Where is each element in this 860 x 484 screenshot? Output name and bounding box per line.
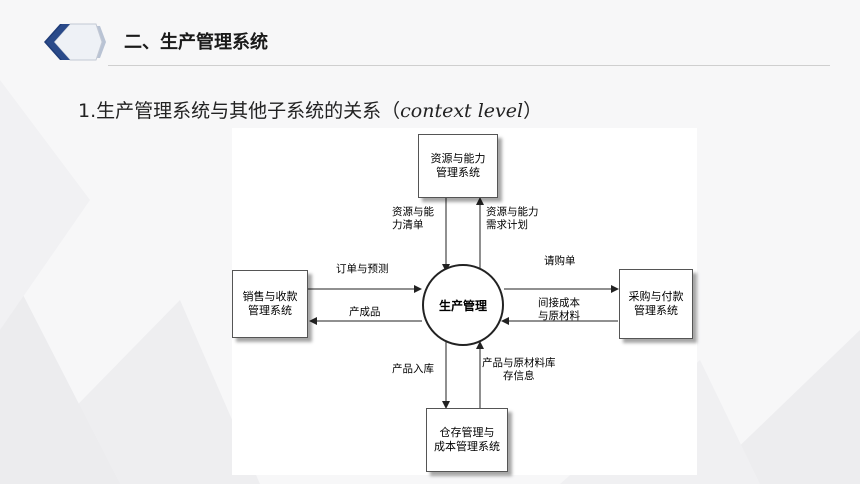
flow-label-indirect-cost-materials: 间接成本与原材料 xyxy=(538,297,580,322)
flow-label-finished-goods: 产成品 xyxy=(349,306,381,318)
box-label: 销售与收款 xyxy=(242,290,298,303)
sales-receivables-system-box: 销售与收款管理系统 xyxy=(232,270,308,338)
flow-label-resource-list: 资源与能力清单 xyxy=(392,206,434,231)
box-label: 资源与能力 xyxy=(430,152,486,165)
flow-label-inventory-info: 产品与原材料库存信息 xyxy=(482,357,556,382)
logo xyxy=(44,23,106,61)
inventory-cost-system-box: 仓存管理与成本管理系统 xyxy=(426,408,508,472)
page-title: 二、生产管理系统 xyxy=(124,32,268,53)
subtitle-close: ） xyxy=(523,100,543,122)
flow-arrows xyxy=(308,197,619,409)
resource-capacity-system-box: 资源与能力管理系统 xyxy=(418,134,498,198)
box-label: 管理系统 xyxy=(634,304,678,317)
header-divider xyxy=(108,65,830,66)
box-label: 管理系统 xyxy=(436,166,480,179)
subtitle-italic: context level xyxy=(400,100,524,122)
purchasing-payables-system-box: 采购与付款管理系统 xyxy=(619,269,693,339)
flow-label-orders-forecast: 订单与预测 xyxy=(336,263,389,275)
subtitle-text: 1.生产管理系统与其他子系统的关系（ xyxy=(78,100,401,122)
flow-label-purchase-request: 请购单 xyxy=(544,255,576,267)
flow-label-resource-plan: 资源与能力需求计划 xyxy=(486,206,539,231)
flow-label-product-storage: 产品入库 xyxy=(392,363,434,375)
process-label: 生产管理 xyxy=(438,298,487,313)
context-diagram: 资源与能力管理系统 销售与收款管理系统 采购与付款管理系统 仓存管理与成本管理系… xyxy=(232,128,697,475)
box-label: 成本管理系统 xyxy=(434,440,500,453)
section-subtitle: 1.生产管理系统与其他子系统的关系（context level） xyxy=(78,96,542,123)
box-label: 采购与付款 xyxy=(628,290,684,303)
production-management-process: 生产管理 xyxy=(422,264,504,346)
box-label: 仓存管理与 xyxy=(439,426,495,439)
box-label: 管理系统 xyxy=(248,304,292,317)
